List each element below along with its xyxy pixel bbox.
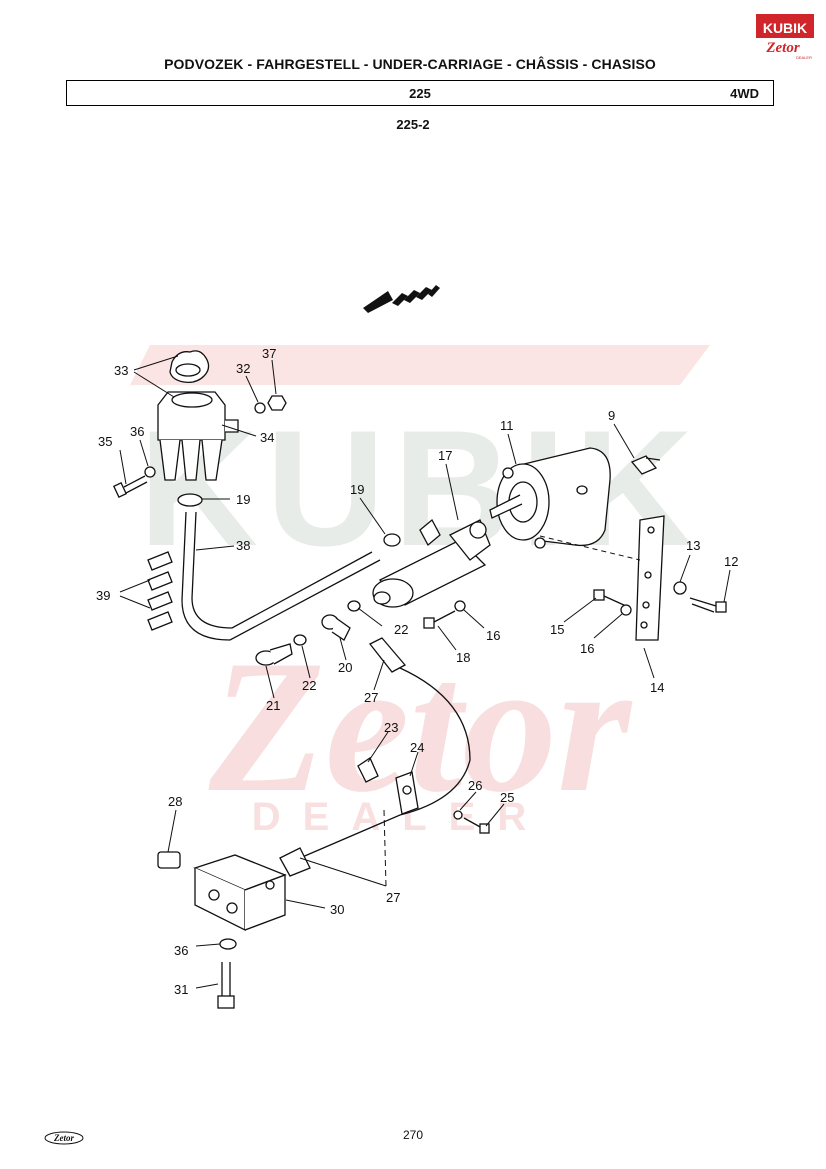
part-label-26: 26	[468, 778, 482, 793]
washer-13	[673, 581, 687, 595]
part-label-18: 18	[456, 650, 470, 665]
part-label-39: 39	[96, 588, 110, 603]
bolt-12	[689, 597, 727, 613]
bracket-14	[635, 515, 665, 641]
banjo-bolt-21	[255, 643, 293, 666]
part-label-12: 12	[724, 554, 738, 569]
part-label-19-left: 19	[236, 492, 250, 507]
logo-text-kubik: KUBIK	[763, 20, 807, 36]
part-label-20: 20	[338, 660, 352, 675]
dealer-watermark: KUBIK Zetor DEALER	[130, 345, 710, 839]
part-label-37: 37	[262, 346, 276, 361]
clutch-booster	[489, 447, 611, 549]
part-label-16-left: 16	[486, 628, 500, 643]
washer-36-top	[144, 466, 156, 478]
footer-zetor-logo: Zetor	[44, 1131, 84, 1145]
logo-text-zetor: Zetor	[765, 40, 799, 56]
part-label-16-right: 16	[580, 641, 594, 656]
bolt-25	[463, 817, 490, 834]
kubik-zetor-logo: KUBIK Zetor DEALER	[756, 14, 814, 60]
washer-32	[254, 402, 266, 414]
bolt-35	[112, 475, 148, 498]
part-label-27-lower: 27	[386, 890, 400, 905]
bolt-15	[593, 589, 627, 607]
part-label-33: 33	[114, 363, 128, 378]
footer-logo-text: Zetor	[53, 1133, 74, 1143]
bolt-31	[217, 962, 235, 1009]
seal-22-upper	[347, 600, 361, 612]
part-label-32: 32	[236, 361, 250, 376]
section-title: PODVOZEK - FAHRGESTELL - UNDER-CARRIAGE …	[164, 56, 656, 72]
logo-text-dealer: DEALER	[796, 55, 812, 60]
nut-37	[267, 395, 287, 411]
part-label-30: 30	[330, 902, 344, 917]
banjo-fitting-20	[321, 614, 351, 641]
fluid-reservoir	[157, 391, 239, 481]
direction-arrow	[363, 285, 440, 313]
pipe-end-fitting	[279, 847, 311, 877]
washer-26	[453, 810, 463, 820]
part-label-11: 11	[500, 418, 514, 433]
part-label-21: 21	[266, 698, 280, 713]
part-label-19-center: 19	[350, 482, 364, 497]
hydraulic-pipe	[299, 637, 471, 859]
part-label-22-upper: 22	[394, 622, 408, 637]
distribution-block-30	[193, 854, 287, 932]
nut-16-right	[620, 604, 632, 616]
clutch-master-cylinder	[372, 518, 491, 608]
part-label-36-bottom: 36	[174, 943, 188, 958]
part-label-25: 25	[500, 790, 514, 805]
part-label-14: 14	[650, 680, 664, 695]
part-label-23: 23	[384, 720, 398, 735]
washer-36-bottom	[219, 938, 237, 950]
group-code: 225-2	[396, 117, 430, 132]
hose-clamp-19-top	[177, 493, 203, 507]
fluid-hose	[181, 511, 381, 641]
hose-clamp-19	[383, 533, 401, 547]
bracket-23	[357, 757, 379, 783]
model-number: 225	[409, 86, 431, 101]
part-label-35: 35	[98, 434, 112, 449]
fitting-9	[630, 455, 661, 475]
part-label-15: 15	[550, 622, 564, 637]
page-number: 270	[402, 1128, 424, 1142]
pipe-clamp-24	[395, 771, 419, 815]
fitting-28	[157, 851, 181, 869]
bolt-18	[423, 610, 456, 629]
part-label-31: 31	[174, 982, 188, 997]
seal-22-lower	[293, 634, 307, 646]
part-label-24: 24	[410, 740, 424, 755]
header-box: 225 4WD	[66, 80, 774, 106]
part-label-38: 38	[236, 538, 250, 553]
part-label-22-lower: 22	[302, 678, 316, 693]
part-label-28: 28	[168, 794, 182, 809]
part-label-36-top: 36	[130, 424, 144, 439]
part-label-27-upper: 27	[364, 690, 378, 705]
reservoir-cap	[169, 350, 210, 384]
part-label-34: 34	[260, 430, 274, 445]
part-label-13: 13	[686, 538, 700, 553]
part-label-9: 9	[608, 408, 615, 423]
spiral-guard	[147, 551, 173, 631]
nut-16-left	[454, 600, 466, 612]
drive-variant: 4WD	[730, 86, 759, 101]
part-label-17: 17	[438, 448, 452, 463]
